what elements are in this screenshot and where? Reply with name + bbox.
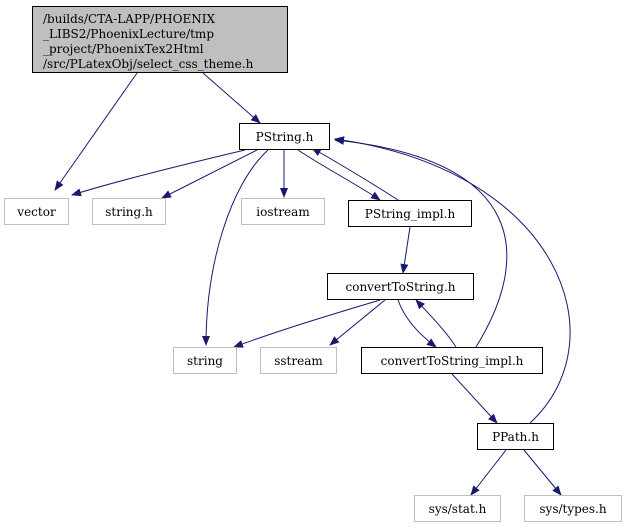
edge-converttostring-to-string bbox=[233, 299, 381, 348]
edge-pstring-to-string-h bbox=[161, 149, 258, 199]
node-select-css-theme-h[interactable]: /builds/CTA-LAPP/PHOENIX _LIBS2/PhoenixL… bbox=[32, 6, 288, 73]
node-string-h[interactable]: string.h bbox=[92, 198, 166, 225]
edge-ppath-to-pstring bbox=[334, 136, 571, 424]
edge-converttostring-to-sstream bbox=[329, 299, 386, 346]
edge-main-to-vector bbox=[54, 72, 138, 191]
node-label: string bbox=[187, 353, 223, 368]
node-label-line: _LIBS2/PhoenixLecture/tmp bbox=[43, 27, 214, 41]
edge-pstring-impl-to-pstring bbox=[311, 147, 399, 201]
edge-ppath-to-sys-types bbox=[523, 449, 562, 496]
node-sys-stat-h[interactable]: sys/stat.h bbox=[414, 495, 501, 522]
node-sstream[interactable]: sstream bbox=[260, 347, 337, 374]
node-label: iostream bbox=[256, 204, 310, 219]
node-label: sstream bbox=[274, 353, 323, 368]
node-ppath-h[interactable]: PPath.h bbox=[477, 423, 554, 450]
node-label-line: _project/PhoenixTex2Html bbox=[43, 42, 204, 56]
node-label-line: /src/PLatexObj/select_css_theme.h bbox=[43, 57, 254, 71]
node-label: sys/stat.h bbox=[428, 501, 487, 516]
node-label: PString_impl.h bbox=[364, 206, 456, 221]
edge-pstring-to-pstring-impl bbox=[297, 149, 381, 201]
edge-converttostring-impl-to-pstring bbox=[334, 136, 508, 348]
edge-pstring-to-string bbox=[202, 149, 269, 346]
node-string[interactable]: string bbox=[173, 347, 237, 374]
node-converttostring-impl-h[interactable]: convertToString_impl.h bbox=[361, 347, 543, 374]
edge-main-to-pstring bbox=[202, 72, 261, 124]
node-label: sys/types.h bbox=[539, 501, 607, 516]
node-label: PString.h bbox=[255, 129, 314, 144]
edge-pstring-to-vector bbox=[71, 149, 246, 197]
node-pstring-h[interactable]: PString.h bbox=[239, 123, 330, 150]
edge-pstring-impl-to-converttostring bbox=[400, 226, 411, 274]
node-iostream[interactable]: iostream bbox=[241, 198, 325, 225]
node-pstring-impl-h[interactable]: PString_impl.h bbox=[348, 200, 472, 227]
edge-converttostring-impl-to-converttostring bbox=[415, 299, 457, 348]
node-sys-types-h[interactable]: sys/types.h bbox=[524, 495, 622, 522]
edge-ppath-to-sys-stat bbox=[470, 449, 507, 496]
node-converttostring-h[interactable]: convertToString.h bbox=[327, 273, 474, 300]
node-label: convertToString.h bbox=[345, 279, 456, 294]
node-label: string.h bbox=[105, 204, 153, 219]
edge-converttostring-impl-to-ppath bbox=[451, 373, 498, 424]
node-vector[interactable]: vector bbox=[4, 198, 69, 225]
edge-converttostring-to-converttostring-impl bbox=[397, 299, 437, 348]
node-label: vector bbox=[17, 204, 56, 219]
node-label-line: /builds/CTA-LAPP/PHOENIX bbox=[43, 12, 216, 26]
node-label: PPath.h bbox=[492, 429, 539, 444]
node-label: convertToString_impl.h bbox=[380, 353, 524, 368]
